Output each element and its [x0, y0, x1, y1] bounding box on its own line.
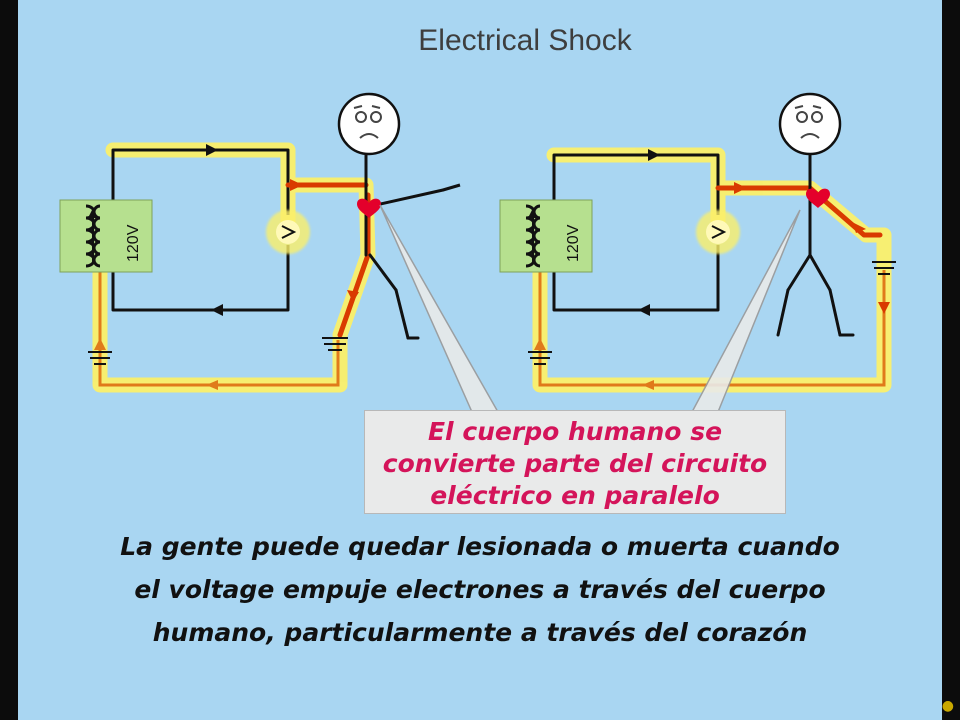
callout-line-3: eléctrico en paralelo — [430, 481, 720, 510]
right-person-ground-symbol-icon — [872, 261, 896, 275]
right-current-path — [715, 185, 883, 238]
left-transformer: 120V — [59, 199, 153, 273]
right-ground-symbol-icon — [528, 351, 552, 365]
callout-box: El cuerpo humano se convierte parte del … — [364, 410, 786, 514]
slide-title: Electrical Shock — [418, 24, 632, 57]
caption-line-3: humano, particularmente a través del cor… — [152, 618, 808, 647]
right-voltage-label: 120V — [565, 224, 582, 262]
caption-line-1: La gente puede quedar lesionada o muerta… — [120, 532, 840, 561]
left-red-arrows — [290, 179, 359, 302]
left-arrows — [206, 144, 223, 316]
left-person-ground-symbol-icon — [322, 337, 348, 351]
left-ground-symbol-icon — [88, 351, 112, 365]
left-bulb-icon — [266, 210, 310, 254]
left-ground-path — [98, 260, 340, 387]
right-heart-icon — [806, 188, 830, 208]
right-ground-arrows — [534, 338, 654, 390]
right-ground-path — [538, 260, 886, 387]
right-red-arrows — [734, 182, 890, 314]
left-current-path — [285, 182, 371, 338]
right-bulb-icon — [696, 210, 740, 254]
right-transformer: 120V — [499, 199, 593, 273]
caption-line-2: el voltage empuje electrones a través de… — [134, 575, 826, 604]
right-worried-face-icon — [794, 105, 823, 139]
right-wires — [552, 153, 720, 312]
left-circuit: 120V — [59, 92, 461, 393]
slide: Electrical Shock — [18, 0, 942, 720]
callout-line-1: El cuerpo humano se — [427, 417, 723, 446]
left-person-icon — [337, 92, 461, 340]
left-ground-arrows — [94, 338, 218, 390]
left-heart-icon — [357, 198, 381, 218]
left-worried-face-icon — [353, 105, 382, 139]
right-circuit: 120V — [499, 92, 896, 393]
callout-line-2: convierte parte del circuito — [382, 449, 768, 478]
lightbulb-icon[interactable]: ● — [941, 698, 954, 714]
right-person-icon — [776, 92, 855, 337]
right-arrows — [638, 149, 660, 316]
circuit-diagram: 120V — [59, 92, 896, 413]
left-voltage-label: 120V — [125, 224, 142, 262]
